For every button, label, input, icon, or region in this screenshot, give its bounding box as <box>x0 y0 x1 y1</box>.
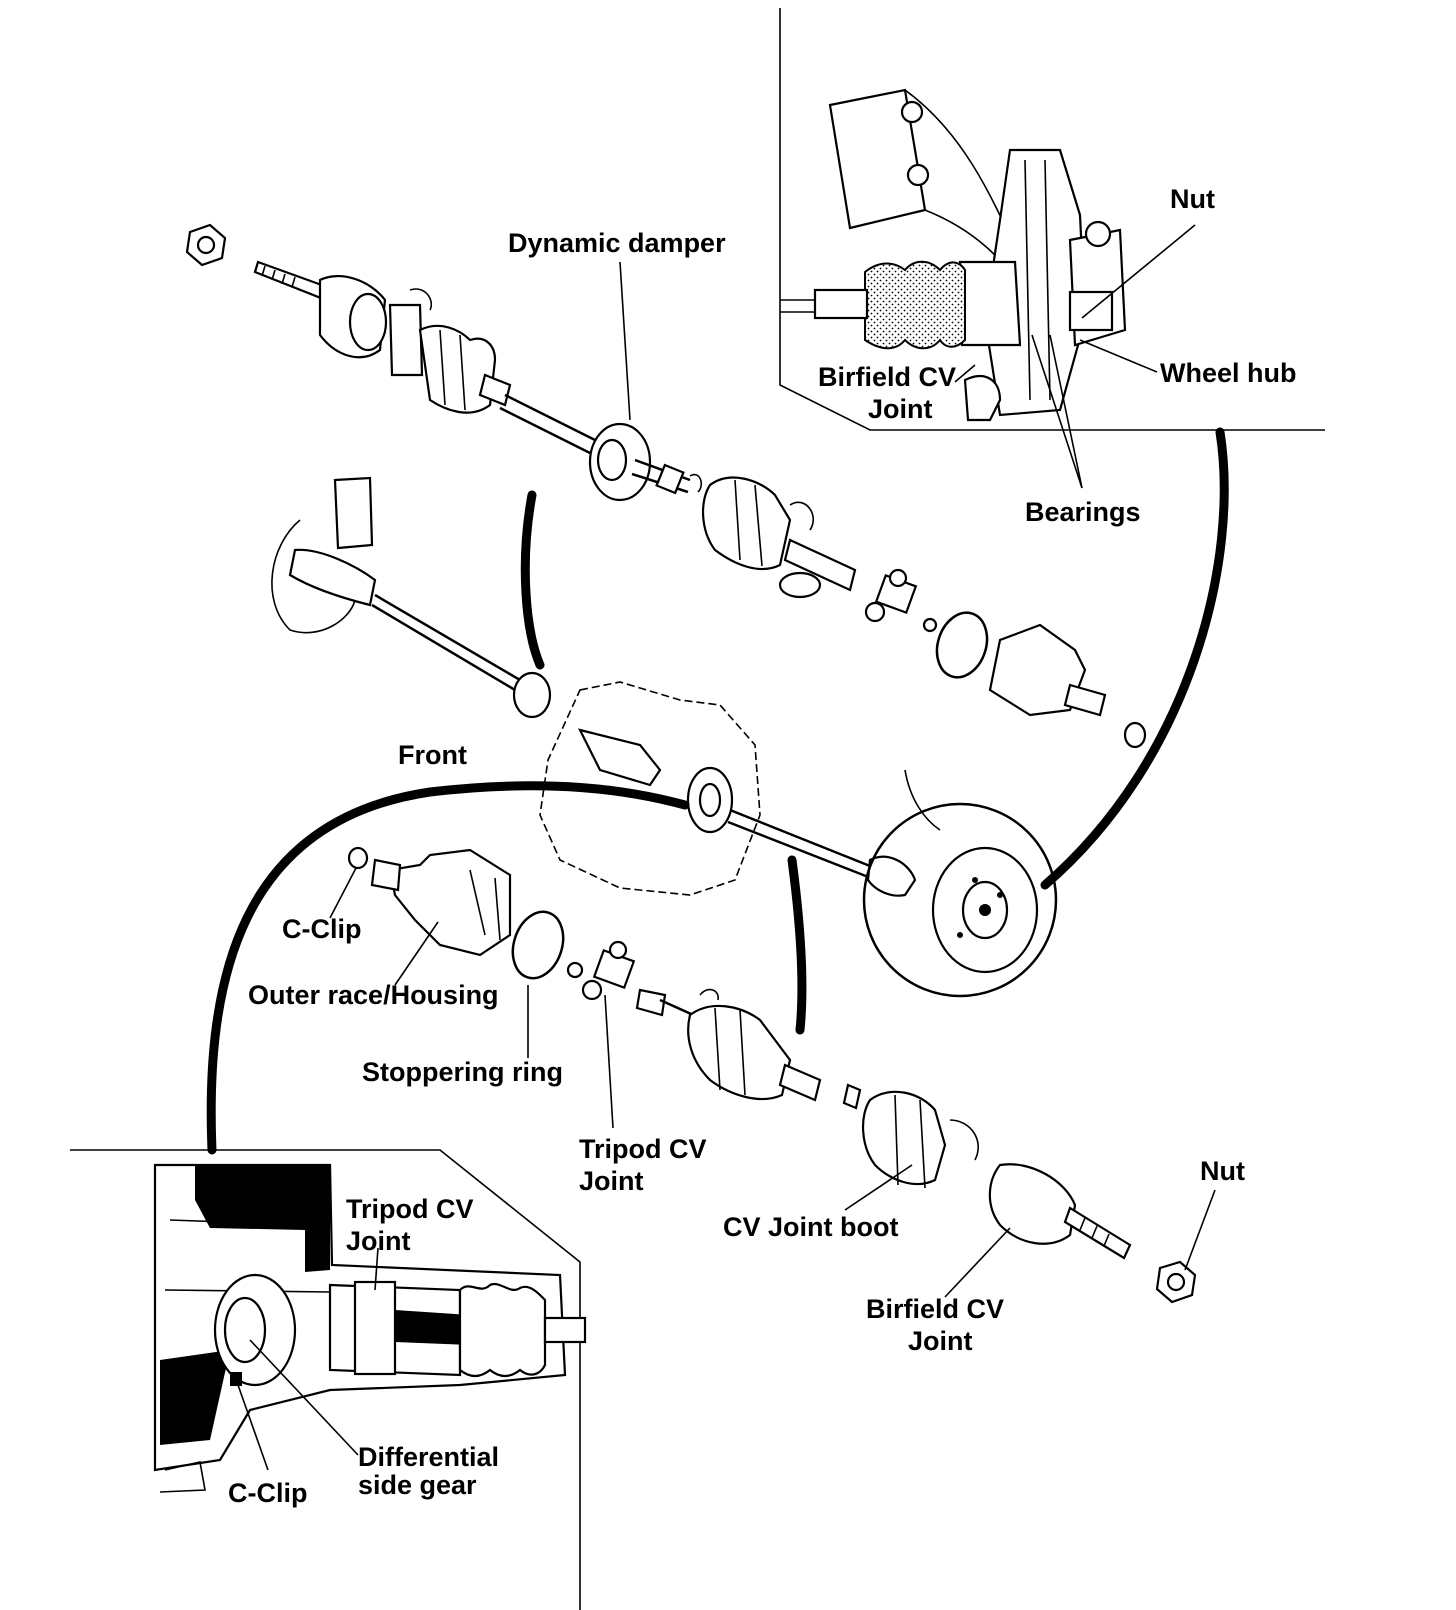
cv-boot-label: CV Joint boot <box>723 1212 898 1242</box>
nut-bottom-label: Nut <box>1200 1156 1245 1186</box>
stoppering-ring-label: Stoppering ring <box>362 1057 563 1087</box>
tripod-label-1: Tripod CV <box>579 1134 707 1164</box>
dynamic-damper-label: Dynamic damper <box>508 228 726 258</box>
nut-icon <box>185 223 227 267</box>
lower-axle-assembly <box>347 846 1197 1304</box>
connector-arc-mid <box>520 490 545 670</box>
diff-gear-label-1: Differential <box>358 1442 499 1472</box>
front-curve <box>206 781 690 1155</box>
front-label: Front <box>398 740 467 770</box>
c-clip-label: C-Clip <box>282 914 361 944</box>
birfield-bottom-label-2: Joint <box>908 1326 973 1356</box>
diff-gear-label-2: side gear <box>358 1470 477 1500</box>
inset-tripod-label-1: Tripod CV <box>346 1194 474 1224</box>
wheel-hub-callouts <box>954 224 1196 489</box>
differential-inset <box>70 1149 587 1610</box>
bearing-icon <box>686 766 734 834</box>
connector-arc-lower <box>787 855 807 1035</box>
birfield-top-label-1: Birfield CV <box>818 362 956 392</box>
c-clip-icon <box>347 846 369 870</box>
outer-race-label: Outer race/Housing <box>248 980 499 1010</box>
dynamic-damper <box>588 422 652 502</box>
dynamic-damper-leader <box>619 261 631 421</box>
inset-callouts <box>237 1247 379 1471</box>
tripod-icon <box>864 568 918 623</box>
tripod-label-2: Joint <box>579 1166 644 1196</box>
lower-callouts <box>329 867 1216 1298</box>
birfield-bottom-label-1: Birfield CV <box>866 1294 1004 1324</box>
birfield-top-label-2: Joint <box>868 394 933 424</box>
inset-tripod-label-2: Joint <box>346 1226 411 1256</box>
inset-c-clip-label: C-Clip <box>228 1478 307 1508</box>
bearings-label: Bearings <box>1025 497 1141 527</box>
nut-top-label: Nut <box>1170 184 1215 214</box>
upper-axle-assembly <box>185 223 1147 749</box>
connector-arc-right <box>1040 427 1229 890</box>
wheel-hub-label: Wheel hub <box>1160 358 1297 388</box>
wheel-hub-icon <box>862 769 1058 998</box>
nut-icon <box>1155 1260 1197 1304</box>
vehicle-axle-view <box>271 476 917 897</box>
